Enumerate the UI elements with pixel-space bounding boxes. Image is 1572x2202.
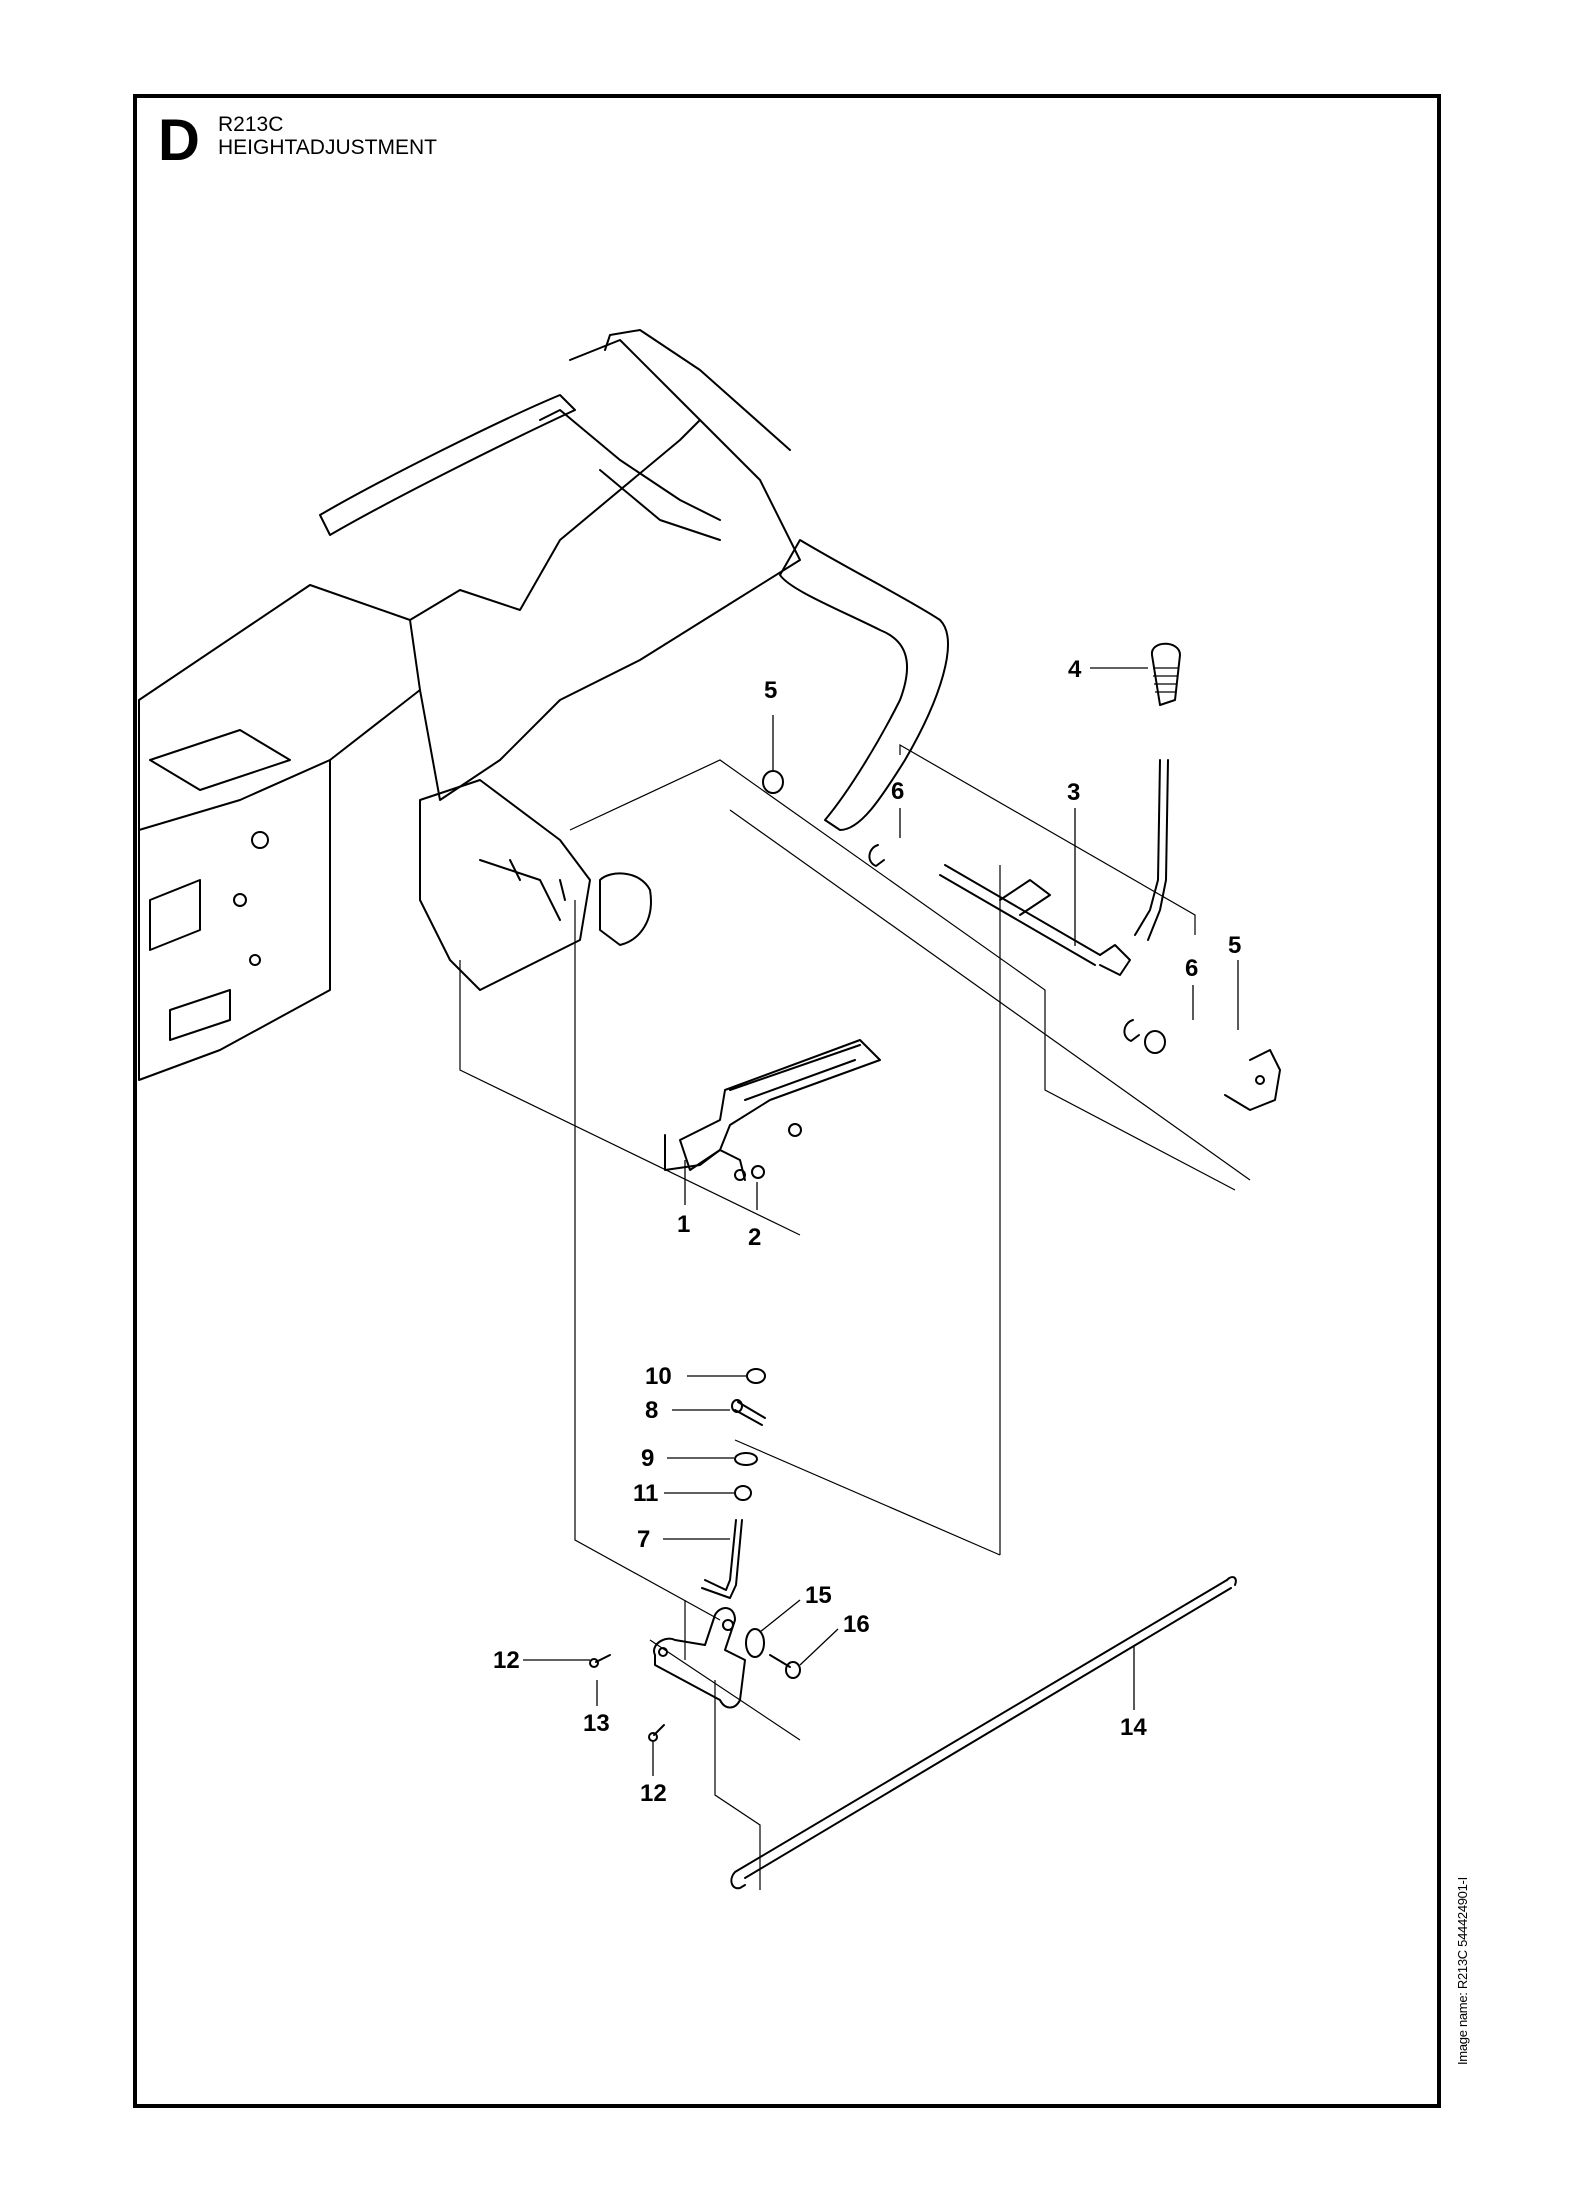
model-number: R213C (218, 113, 284, 136)
callout-15: 15 (805, 1582, 832, 1609)
callout-5b: 5 (1228, 932, 1241, 959)
part-8-pin (731, 1399, 766, 1426)
callout-3: 3 (1067, 779, 1080, 806)
part-4-lever-knob (1134, 642, 1181, 941)
part-9-washer (734, 1452, 758, 1466)
part-12-screw-left (589, 1654, 611, 1668)
callout-4: 4 (1068, 656, 1082, 683)
part-5-bushing-right (1144, 1030, 1166, 1054)
callout-12b: 12 (640, 1780, 667, 1807)
callout-6b: 6 (1185, 955, 1198, 982)
callout-8: 8 (645, 1397, 658, 1424)
part-16-bolt (769, 1654, 801, 1679)
callout-labels: 5 6 3 4 6 5 1 2 10 8 9 11 7 15 16 12 13 … (493, 656, 1241, 1807)
part-12-screw-lower (648, 1724, 665, 1742)
part-7-threaded-rod (701, 1519, 743, 1599)
callout-12: 12 (493, 1647, 520, 1674)
side-bracket-right (1224, 1049, 1281, 1111)
callout-11: 11 (633, 1480, 658, 1507)
callout-1: 1 (677, 1211, 690, 1238)
callout-2: 2 (748, 1224, 761, 1251)
callout-7: 7 (637, 1526, 650, 1553)
callout-6: 6 (891, 778, 904, 805)
part-11-nut (734, 1485, 752, 1501)
part-3-lift-shaft (939, 864, 1131, 976)
callout-5: 5 (764, 677, 777, 704)
chassis-frame (138, 329, 949, 1081)
part-13-lift-arm-plate (653, 1607, 746, 1709)
part-6-clip-right (1123, 1019, 1140, 1042)
callout-14: 14 (1120, 1714, 1147, 1741)
part-1-height-bracket (664, 1039, 881, 1181)
callout-16: 16 (843, 1611, 870, 1638)
part-15-washer-large (745, 1628, 765, 1658)
section-letter: D (158, 108, 200, 173)
part-14-lift-link-rod (730, 1576, 1237, 1890)
callout-10: 10 (645, 1363, 672, 1390)
callout-leaders (523, 667, 1239, 1776)
reference-lines (459, 743, 1251, 1890)
diagram-title: HEIGHTADJUSTMENT (218, 136, 437, 159)
callout-13: 13 (583, 1710, 610, 1737)
part-5-bushing-left (762, 770, 784, 794)
part-2-screws (751, 1123, 802, 1179)
callout-9: 9 (641, 1445, 654, 1472)
diagram-frame (133, 94, 1441, 2108)
part-6-clip-left (868, 844, 885, 867)
part-10-nut-top (746, 1368, 766, 1384)
